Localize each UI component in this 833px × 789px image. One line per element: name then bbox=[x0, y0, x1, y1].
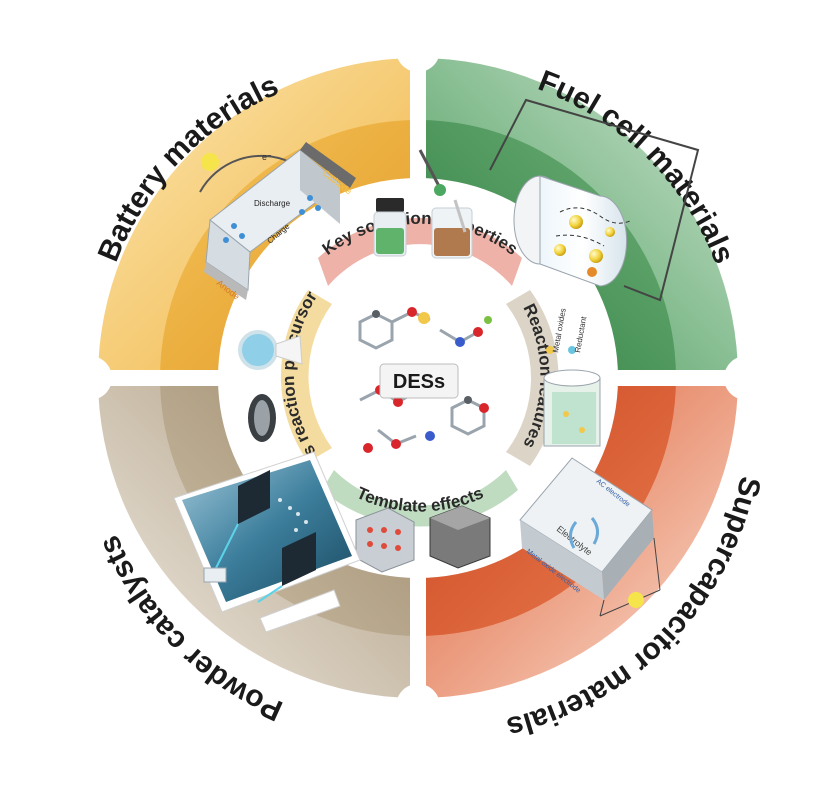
discharge-label: Discharge bbox=[254, 199, 291, 208]
reactor-cylinder-icon bbox=[543, 369, 601, 447]
vial-green bbox=[373, 198, 407, 257]
fuel-cell-inset bbox=[418, 98, 700, 302]
battery-inset: e⁻ Cathode Anode Discharge Charge bbox=[199, 142, 356, 302]
center-label: DESs bbox=[393, 371, 445, 393]
powder-inset bbox=[173, 451, 361, 633]
supercap-inset: Electrolyte AC electrode Metal oxide ele… bbox=[519, 457, 661, 617]
disc-icon bbox=[248, 394, 276, 442]
beaker-brown bbox=[431, 199, 473, 259]
center-badge: DESs bbox=[379, 363, 459, 399]
flask-icon bbox=[238, 330, 303, 370]
template-grid-icon bbox=[355, 507, 415, 573]
electron-label: e⁻ bbox=[262, 152, 272, 162]
porous-cube-icon bbox=[429, 505, 491, 569]
band-precursors bbox=[280, 290, 332, 462]
